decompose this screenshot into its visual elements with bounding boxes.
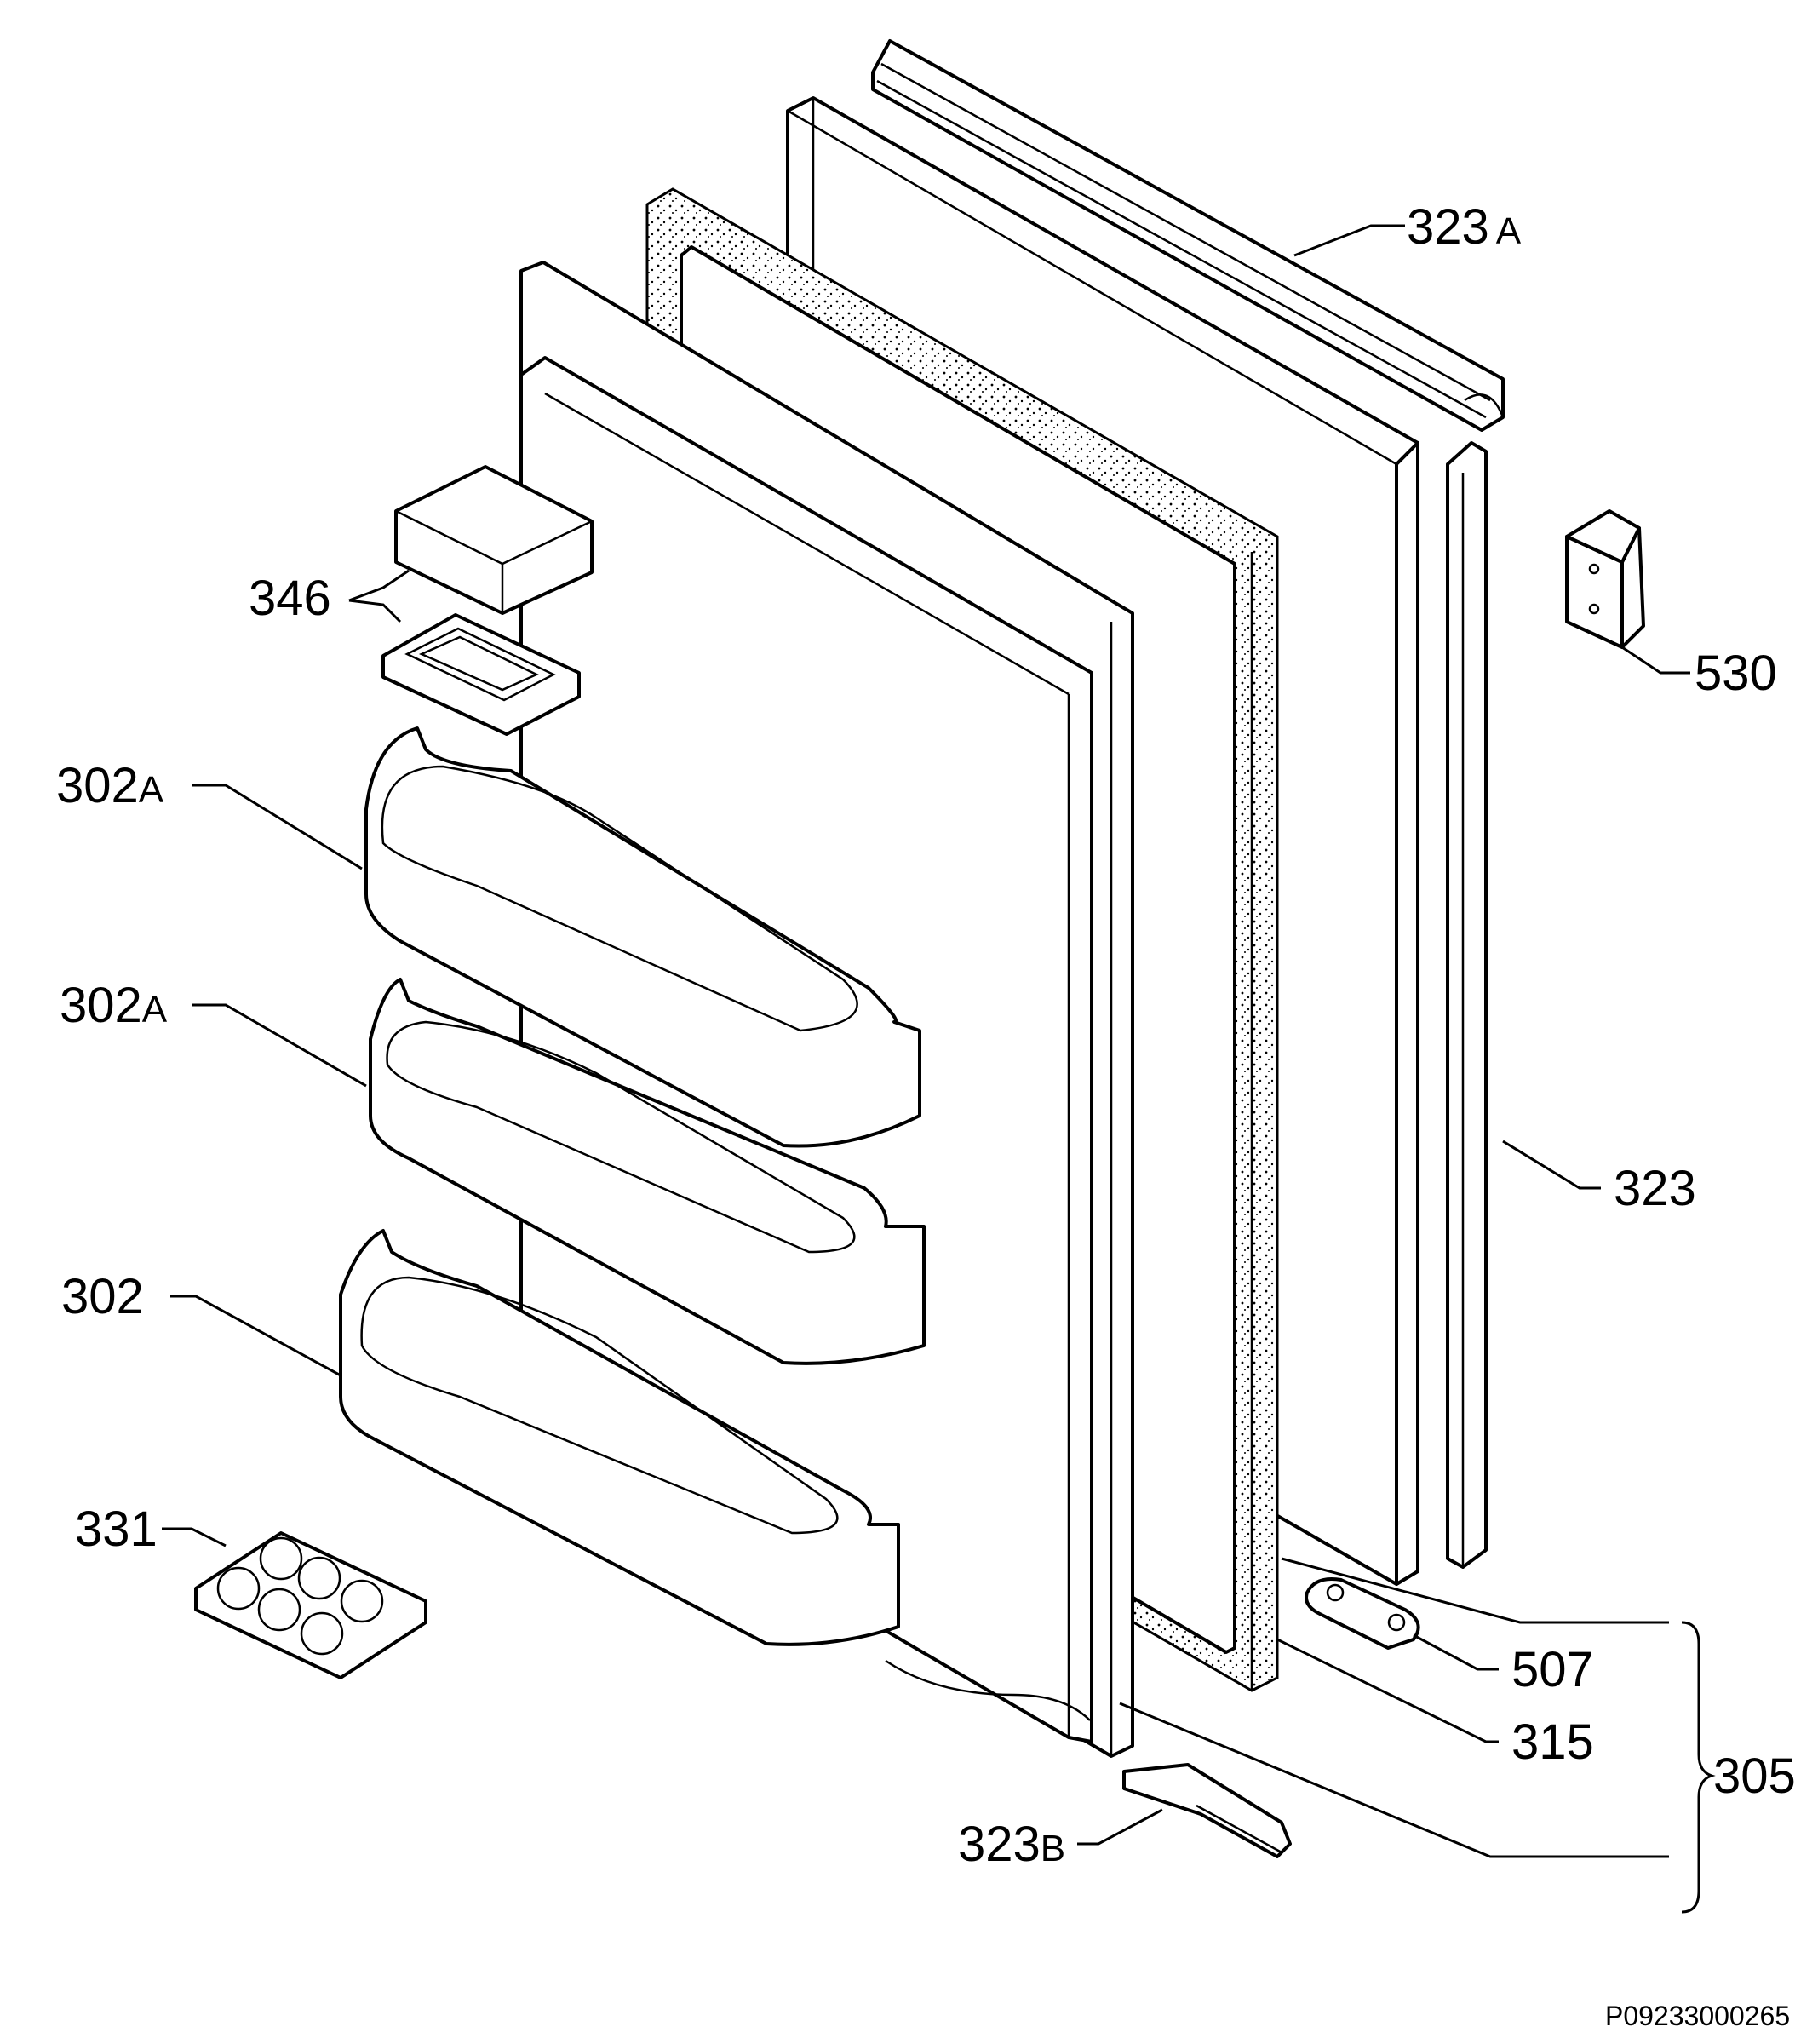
label-302a-middle: 302A [60,978,168,1033]
door-shelf-302-bottom [339,1229,900,1646]
door-shelf-302a-top [364,726,921,1148]
hinge-507 [1305,1577,1420,1650]
label-323b: 323B [958,1817,1065,1872]
strip-323b [1122,1763,1292,1858]
butter-compartment-346 [381,465,594,736]
label-530: 530 [1695,646,1777,701]
label-507: 507 [1511,1642,1594,1697]
hinge-bracket-530 [1565,509,1645,649]
leader-lines [162,224,1716,1914]
gasket-strip-323a [871,39,1505,432]
diagram-code: P09233000265 [1605,2001,1790,2031]
label-302a-top: 302A [56,758,164,813]
label-331: 331 [75,1501,158,1557]
label-315: 315 [1511,1714,1594,1770]
label-305: 305 [1713,1748,1796,1804]
door-shelf-302a-middle [369,978,926,1365]
egg-tray-331 [194,1531,427,1679]
label-346: 346 [249,571,331,626]
label-323: 323 [1614,1161,1696,1216]
side-strip-323 [1446,441,1488,1569]
label-302: 302 [61,1269,144,1324]
